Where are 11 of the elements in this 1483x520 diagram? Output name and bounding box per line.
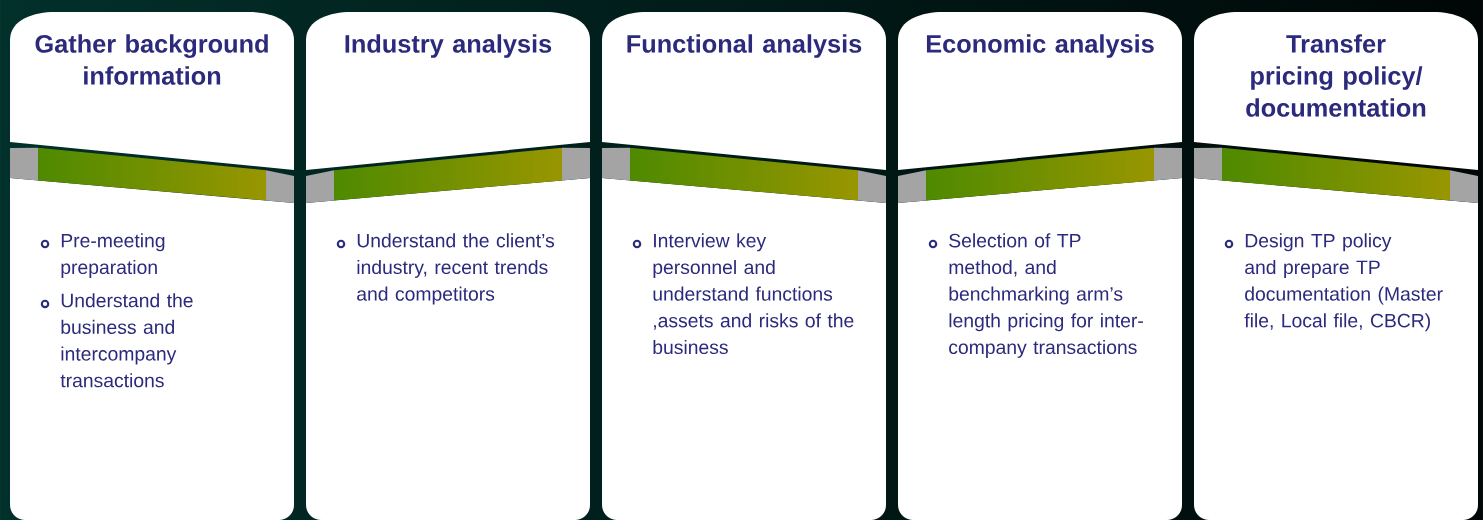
card-heading: Gather background information (35, 34, 268, 85)
bullet-text: Design TP policy and prepare TP documentation (Master file, Local file, CBCR) (1244, 233, 1443, 332)
bullet-text: Pre-meeting preparation (61, 233, 165, 278)
bullet-text: Understand the business and intercompany transactions (60, 293, 193, 388)
bullet-text: Understand the client’s industry, recent trends and competitors (357, 233, 554, 305)
card-heading: Economic analysis (926, 34, 1154, 58)
bullet-text: Interview key personnel and understand functions ,assets and risks of the business (653, 233, 854, 355)
card-heading: Functional analysis (627, 34, 862, 58)
card-heading: Industry analysis (345, 34, 552, 58)
bullet-text: Selection of TP method, and benchmarking arm’s length pricing for inter-company transactions (949, 233, 1143, 358)
card-heading: Transfer pricing policy/ documentation (1246, 34, 1426, 117)
